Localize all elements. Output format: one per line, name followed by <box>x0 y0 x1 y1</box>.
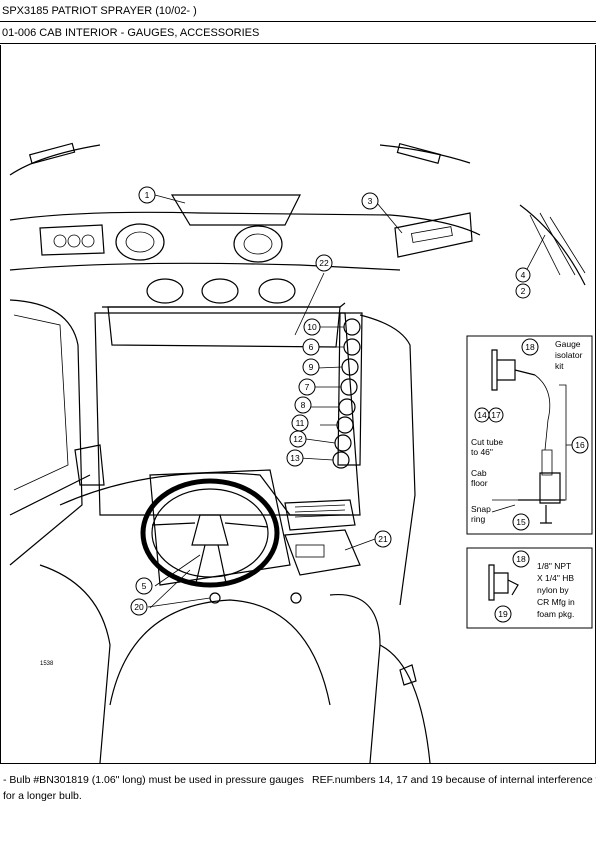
overhead-console <box>9 211 481 236</box>
svg-text:13: 13 <box>290 453 300 463</box>
dome-light <box>170 194 301 226</box>
gauge-pod <box>337 312 363 466</box>
vent-row <box>9 262 401 304</box>
svg-text:8: 8 <box>301 400 306 410</box>
switch-panel-left <box>39 224 105 256</box>
windshield-frame <box>94 312 361 516</box>
svg-text:foam pkg.: foam pkg. <box>537 609 574 619</box>
svg-text:16: 16 <box>575 440 585 450</box>
ref-8: 8 <box>294 396 312 414</box>
ref-12: 12 <box>289 430 307 448</box>
svg-text:10: 10 <box>307 322 317 332</box>
section-title: 01-006 CAB INTERIOR - GAUGES, ACCESSORIE… <box>0 22 596 44</box>
ref-3: 3 <box>361 192 379 210</box>
left-door <box>9 299 83 566</box>
svg-text:3: 3 <box>368 196 373 206</box>
svg-text:11: 11 <box>296 418 305 428</box>
svg-text:floor: floor <box>471 478 488 488</box>
vent-large-right <box>233 225 283 263</box>
svg-text:17: 17 <box>491 410 501 420</box>
steering-wheel <box>140 478 280 588</box>
svg-text:2: 2 <box>521 286 526 296</box>
ref-4: 4 <box>515 267 531 283</box>
ref-7: 7 <box>298 378 316 396</box>
inset-fitting: 1/8" NPT X 1/4" HB nylon by CR Mfg in fo… <box>466 547 593 629</box>
document-title: SPX3185 PATRIOT SPRAYER (10/02- ) <box>0 0 596 22</box>
ref-19: 19 <box>494 605 512 623</box>
svg-text:20: 20 <box>134 602 144 612</box>
svg-text:1/8" NPT: 1/8" NPT <box>537 561 571 571</box>
svg-text:Cab: Cab <box>471 468 487 478</box>
svg-text:6: 6 <box>309 342 314 352</box>
ref-6: 6 <box>302 338 320 356</box>
svg-text:Gauge: Gauge <box>555 339 581 349</box>
svg-text:7: 7 <box>305 382 310 392</box>
svg-text:CR Mfg in: CR Mfg in <box>537 597 575 607</box>
svg-text:18: 18 <box>525 342 535 352</box>
svg-text:X 1/4" HB: X 1/4" HB <box>537 573 574 583</box>
svg-text:to 46": to 46" <box>471 447 493 457</box>
svg-text:kit: kit <box>555 361 564 371</box>
pillar-right <box>519 204 586 286</box>
roof-light-right <box>379 142 471 164</box>
ref-10: 10 <box>303 318 321 336</box>
ref-9: 9 <box>302 358 320 376</box>
ref-18a: 18 <box>521 338 539 356</box>
inset-gauge-isolator: Gauge isolator kit Cut tube to 46" Cab f… <box>466 335 593 535</box>
ref-22: 22 <box>315 254 333 272</box>
seat-left <box>39 564 111 763</box>
svg-text:9: 9 <box>309 362 314 372</box>
footnote-part1: - Bulb #BN301819 (1.06" long) must be us… <box>3 774 304 802</box>
svg-text:19: 19 <box>498 609 508 619</box>
cab-interior-drawing: 1 2 3 4 5 6 7 8 9 10 11 12 13 20 21 22 G… <box>9 142 593 763</box>
svg-text:nylon by: nylon by <box>537 585 569 595</box>
ref-2: 2 <box>515 283 531 299</box>
svg-text:Cut tube: Cut tube <box>471 437 503 447</box>
ref-5: 5 <box>135 577 153 595</box>
dashboard <box>59 472 350 516</box>
footnote: - Bulb #BN301819 (1.06" long) must be us… <box>0 763 596 804</box>
svg-text:21: 21 <box>378 534 388 544</box>
ref-21: 21 <box>374 530 392 548</box>
ref-17: 17 <box>488 407 504 423</box>
ref-1: 1 <box>138 186 156 204</box>
ref-14: 14 <box>474 407 490 423</box>
svg-text:12: 12 <box>293 434 303 444</box>
radio <box>394 212 473 258</box>
leader-lines <box>147 194 546 609</box>
ref-15: 15 <box>512 513 530 531</box>
ref-18b: 18 <box>512 550 530 568</box>
svg-text:1: 1 <box>145 190 150 200</box>
vent-large-left <box>115 223 165 261</box>
ref-20: 20 <box>130 598 148 616</box>
svg-text:15: 15 <box>516 517 526 527</box>
svg-text:isolator: isolator <box>555 350 583 360</box>
svg-text:5: 5 <box>142 581 147 591</box>
svg-text:ring: ring <box>471 514 485 524</box>
driver-seat <box>109 599 331 706</box>
svg-text:4: 4 <box>521 270 526 280</box>
ref-13: 13 <box>286 449 304 467</box>
control-console <box>284 499 361 576</box>
ref-11: 11 <box>291 414 309 432</box>
svg-text:18: 18 <box>516 554 526 564</box>
svg-text:Snap: Snap <box>471 504 491 514</box>
roof-light-left <box>9 142 101 176</box>
figure-id: 1538 <box>40 661 54 667</box>
svg-text:14: 14 <box>477 410 487 420</box>
svg-text:22: 22 <box>319 258 329 268</box>
ref-16: 16 <box>571 436 589 454</box>
footnote-part2: REF.numbers 14, 17 and 19 because of int… <box>312 774 596 786</box>
